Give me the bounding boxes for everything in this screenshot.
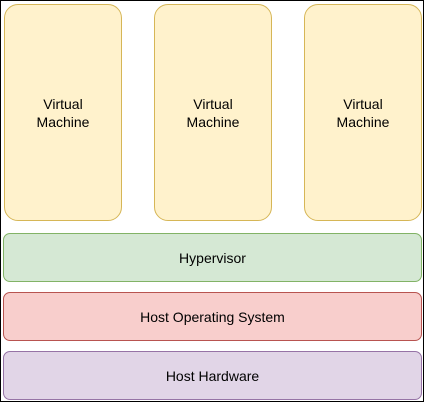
virtual-machine-label: Virtual Machine — [36, 95, 90, 130]
virtual-machine-box: Virtual Machine — [4, 4, 122, 221]
virtual-machine-label: Virtual Machine — [186, 95, 240, 130]
virtual-machine-label: Virtual Machine — [336, 95, 390, 130]
host-hardware-label: Host Hardware — [165, 367, 260, 384]
host-os-layer: Host Operating System — [3, 292, 422, 341]
virtual-machine-box: Virtual Machine — [304, 4, 422, 221]
host-os-label: Host Operating System — [140, 308, 285, 325]
hypervisor-layer: Hypervisor — [3, 233, 422, 282]
virtual-machine-box: Virtual Machine — [154, 4, 272, 221]
hypervisor-label: Hypervisor — [179, 249, 246, 266]
host-hardware-layer: Host Hardware — [3, 351, 422, 400]
